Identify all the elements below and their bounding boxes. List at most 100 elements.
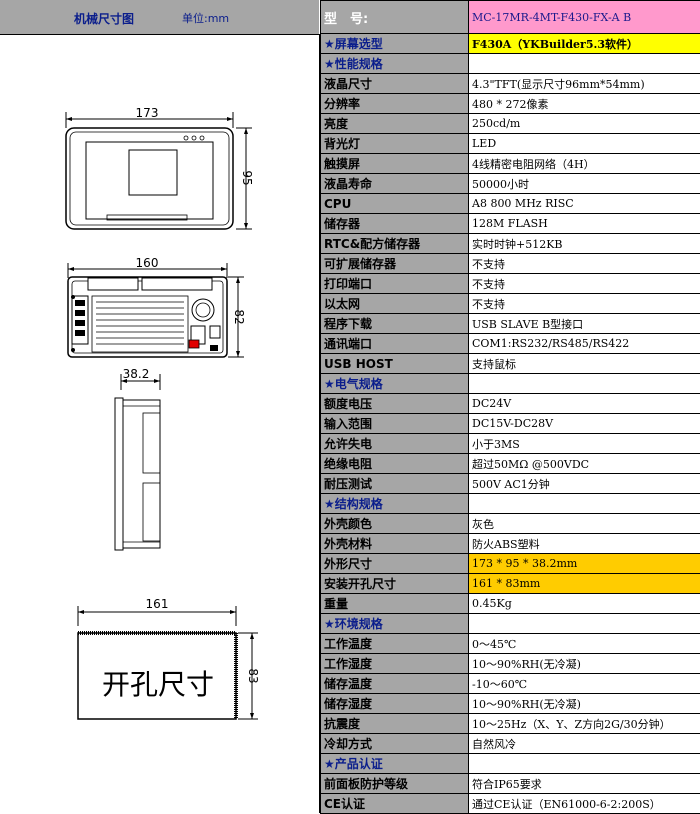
spec-key: CPU — [320, 193, 469, 214]
section-row: ★性能规格 — [320, 53, 700, 74]
section-row: ★产品认证 — [320, 753, 700, 774]
spec-value: 250cd/m — [468, 113, 700, 134]
spec-key: 安装开孔尺寸 — [320, 573, 469, 594]
model-label: 型 号: — [320, 0, 469, 34]
section-row: ★电气规格 — [320, 373, 700, 394]
spec-key: 额度电压 — [320, 393, 469, 414]
spec-value — [468, 493, 700, 514]
side-view: 38.2 — [114, 367, 161, 551]
spec-value: 128M FLASH — [468, 213, 700, 234]
back-view: 160 82 — [67, 256, 246, 358]
spec-value: 500V AC1分钟 — [468, 473, 700, 494]
back-height-dim: 82 — [232, 309, 246, 324]
spec-key: 抗震度 — [320, 713, 469, 734]
cutout-height-dim: 83 — [246, 668, 260, 683]
spec-key: 储存湿度 — [320, 693, 469, 714]
section-row: ★结构规格 — [320, 493, 700, 514]
spec-key: 工作湿度 — [320, 653, 469, 674]
spec-value — [468, 373, 700, 394]
spec-row: CE认证通过CE认证（EN61000-6-2:200S） — [320, 793, 700, 814]
spec-row: 冷却方式自然风冷 — [320, 733, 700, 754]
model-row: 型 号: MC-17MR-4MT-F430-FX-A B — [320, 0, 700, 34]
spec-key: 前面板防护等级 — [320, 773, 469, 794]
spec-key: 重量 — [320, 593, 469, 614]
spec-key: 外壳颜色 — [320, 513, 469, 534]
spec-value: 480 * 272像素 — [468, 93, 700, 114]
spec-key: 背光灯 — [320, 133, 469, 154]
spec-value: 防火ABS塑料 — [468, 533, 700, 554]
cutout-width-dim: 161 — [146, 597, 169, 611]
cutout-view: 161 83 开孔尺寸 — [77, 597, 260, 720]
side-depth-dim: 38.2 — [123, 367, 150, 381]
mechanical-drawings: 173 95 — [65, 106, 260, 720]
spec-key: 通讯端口 — [320, 333, 469, 354]
spec-value: LED — [468, 133, 700, 154]
spec-value: 4.3"TFT(显示尺寸96mm*54mm) — [468, 73, 700, 94]
spec-key: 输入范围 — [320, 413, 469, 434]
spec-value: 0.45Kg — [468, 593, 700, 614]
drawing-header: 机械尺寸图 单位:mm — [0, 0, 319, 35]
spec-value: 50000小时 — [468, 173, 700, 194]
spec-key: 允许失电 — [320, 433, 469, 454]
spec-key: 触摸屏 — [320, 153, 469, 174]
spec-value: 173 * 95 * 38.2mm — [468, 553, 700, 574]
spec-key: 液晶寿命 — [320, 173, 469, 194]
front-height-dim: 95 — [240, 170, 254, 185]
spec-value: DC15V-DC28V — [468, 413, 700, 434]
spec-value: 10～90%RH(无冷凝) — [468, 693, 700, 714]
section-title: ★性能规格 — [320, 53, 469, 74]
model-value: MC-17MR-4MT-F430-FX-A B — [468, 0, 700, 34]
spec-value: 符合IP65要求 — [468, 773, 700, 794]
spec-row: 外壳颜色灰色 — [320, 513, 700, 534]
spec-row: 以太网不支持 — [320, 293, 700, 314]
spec-value: A8 800 MHz RISC — [468, 193, 700, 214]
spec-row: 允许失电小于3MS — [320, 433, 700, 454]
spec-key: 可扩展储存器 — [320, 253, 469, 274]
spec-value: DC24V — [468, 393, 700, 414]
spec-row: 储存温度-10～60℃ — [320, 673, 700, 694]
spec-value — [468, 753, 700, 774]
spec-value: 小于3MS — [468, 433, 700, 454]
section-title: ★电气规格 — [320, 373, 469, 394]
drawing-panel: 机械尺寸图 单位:mm 173 95 — [0, 0, 320, 814]
section-title: ★环境规格 — [320, 613, 469, 634]
spec-value: F430A（YKBuilder5.3软件） — [468, 33, 700, 54]
front-width-dim: 173 — [136, 106, 159, 120]
spec-value: 不支持 — [468, 293, 700, 314]
spec-key: 储存器 — [320, 213, 469, 234]
section-row: ★环境规格 — [320, 613, 700, 634]
spec-value: USB SLAVE B型接口 — [468, 313, 700, 334]
cutout-label: 开孔尺寸 — [102, 668, 214, 701]
spec-key: 绝缘电阻 — [320, 453, 469, 474]
spec-row: 前面板防护等级符合IP65要求 — [320, 773, 700, 794]
spec-key: 冷却方式 — [320, 733, 469, 754]
spec-key: RTC&配方储存器 — [320, 233, 469, 254]
spec-key: 以太网 — [320, 293, 469, 314]
spec-value: 4线精密电阻网络（4H） — [468, 153, 700, 174]
spec-value: 通过CE认证（EN61000-6-2:200S） — [468, 793, 700, 814]
spec-key: 液晶尺寸 — [320, 73, 469, 94]
spec-value: 超过50MΩ @500VDC — [468, 453, 700, 474]
spec-row: 可扩展储存器不支持 — [320, 253, 700, 274]
spec-value: 0～45℃ — [468, 633, 700, 654]
spec-key: USB HOST — [320, 353, 469, 374]
